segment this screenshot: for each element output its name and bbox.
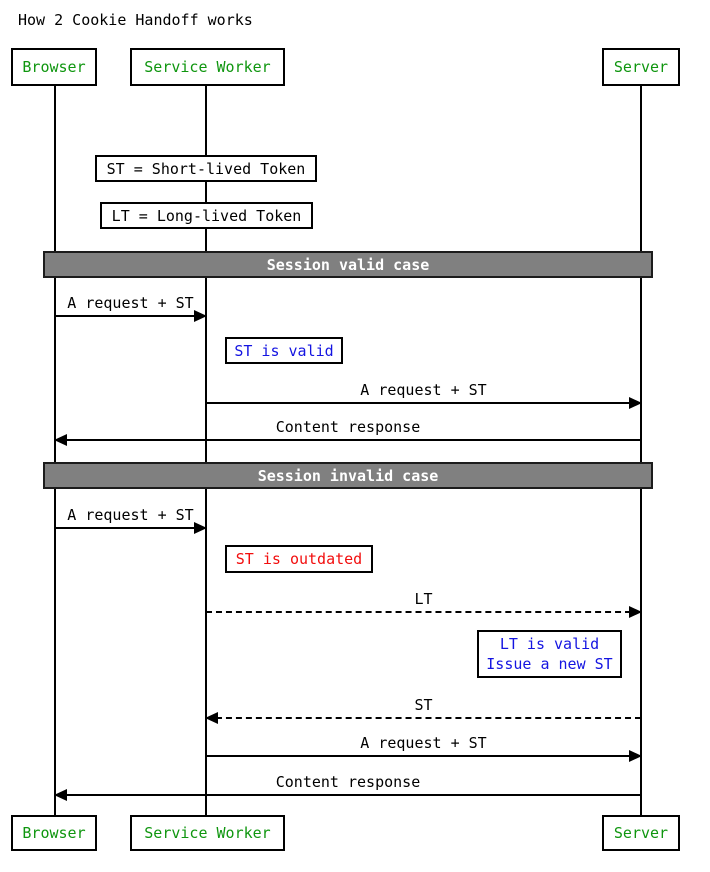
message-arrow-right-dashed: [206, 606, 642, 618]
actor-server-top: Server: [602, 48, 680, 86]
message-arrow-right: [55, 522, 207, 534]
actor-browser-bottom: Browser: [11, 815, 97, 851]
note-lt-definition: LT = Long-lived Token: [100, 202, 313, 229]
arrowhead-left-icon: [54, 789, 67, 801]
message-label-request-st-4: A request + ST: [360, 734, 487, 752]
service-worker-lifeline: [205, 86, 207, 815]
browser-lifeline: [54, 86, 56, 815]
note-lt-valid-line1: LT is valid: [499, 635, 600, 653]
arrowhead-right-icon: [194, 522, 207, 534]
arrowhead-right-icon: [629, 750, 642, 762]
note-lt-valid-line2: Issue a new ST: [486, 655, 613, 673]
actor-service-worker-bottom: Service Worker: [130, 815, 285, 851]
message-label-request-st-3: A request + ST: [67, 506, 194, 524]
message-label-request-st-2: A request + ST: [360, 381, 487, 399]
section-divider-session-valid: Session valid case: [43, 251, 653, 278]
message-arrow-left-dashed: [205, 712, 641, 724]
note-st-valid: ST is valid: [225, 337, 343, 364]
note-lt-valid: LT is valid Issue a new ST: [477, 630, 622, 678]
actor-service-worker-top: Service Worker: [130, 48, 285, 86]
message-arrow-right: [206, 750, 642, 762]
actor-server-bottom: Server: [602, 815, 680, 851]
message-label-content-response-2: Content response: [275, 773, 421, 791]
message-label-lt: LT: [414, 590, 433, 608]
arrowhead-left-icon: [205, 712, 218, 724]
message-arrow-right: [206, 397, 642, 409]
arrowhead-left-icon: [54, 434, 67, 446]
arrowhead-right-icon: [194, 310, 207, 322]
arrowhead-right-icon: [629, 397, 642, 409]
note-st-definition: ST = Short-lived Token: [95, 155, 317, 182]
note-st-outdated: ST is outdated: [225, 545, 373, 573]
section-divider-session-invalid: Session invalid case: [43, 462, 653, 489]
message-label-content-response-1: Content response: [275, 418, 421, 436]
diagram-title: How 2 Cookie Handoff works: [18, 11, 253, 29]
message-arrow-left: [54, 434, 641, 446]
message-label-request-st-1: A request + ST: [67, 294, 194, 312]
server-lifeline: [640, 86, 642, 815]
arrowhead-right-icon: [629, 606, 642, 618]
message-arrow-left: [54, 789, 641, 801]
message-label-st: ST: [414, 696, 433, 714]
message-arrow-right: [55, 310, 207, 322]
actor-browser-top: Browser: [11, 48, 97, 86]
